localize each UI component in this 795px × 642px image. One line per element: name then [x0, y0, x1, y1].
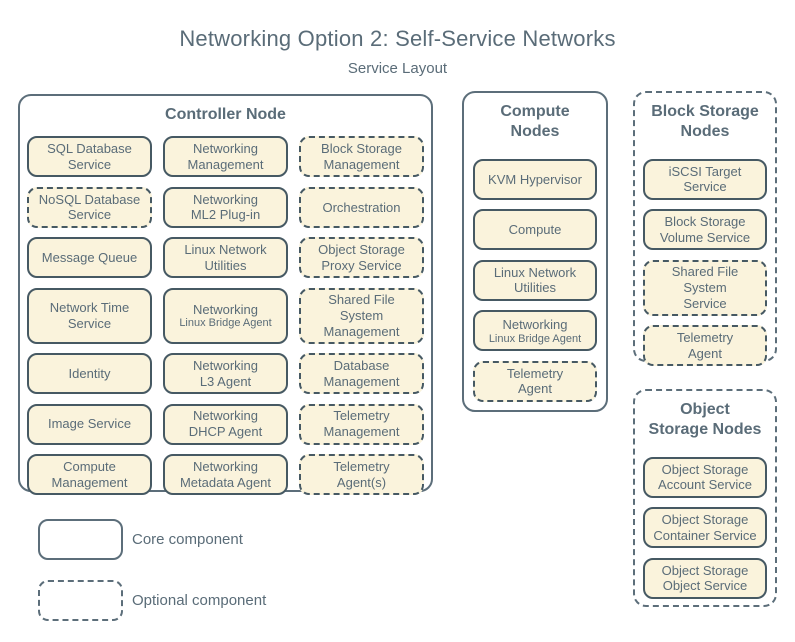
service-label: Telemetry Management: [323, 408, 400, 440]
service-box: Network Time Service: [27, 287, 152, 344]
service-label: Networking: [192, 301, 259, 317]
service-label: Networking Management: [187, 141, 264, 172]
service-label: Telemetry Agent: [506, 365, 564, 397]
service-label: Networking L3 Agent: [192, 357, 259, 389]
service-box: KVM Hypervisor: [473, 158, 597, 200]
service-box: Networking L3 Agent: [163, 353, 288, 395]
service-label: Linux Network Utilities: [184, 242, 267, 273]
service-box: Networking ML2 Plug-in: [163, 186, 288, 228]
service-label: Telemetry Agent(s): [333, 458, 390, 490]
service-label: NoSQL Database Service: [38, 191, 141, 223]
compute-nodes-title: Compute Nodes: [500, 103, 570, 141]
service-label: Linux Network Utilities: [493, 264, 577, 296]
service-box: Telemetry Agent(s): [299, 454, 424, 496]
block-storage-nodes-title: Block Storage Nodes: [651, 103, 759, 141]
service-label: Object Storage Container Service: [653, 512, 757, 543]
service-label: KVM Hypervisor: [488, 171, 582, 187]
service-label: Block Storage Volume Service: [659, 214, 751, 245]
service-box: Object Storage Account Service: [643, 456, 767, 498]
service-box: Image Service: [27, 403, 152, 445]
service-box: Block Storage Volume Service: [643, 209, 767, 251]
service-label: SQL Database Service: [47, 141, 132, 172]
service-box: Identity: [27, 353, 152, 395]
service-label: Object Storage Account Service: [658, 461, 752, 493]
legend-item-core: Core component: [38, 519, 243, 560]
optional-component-sample-shape: [38, 580, 123, 621]
service-box: NoSQL Database Service: [27, 186, 152, 228]
service-label: Object Storage Proxy Service: [318, 242, 405, 273]
service-box: Networking DHCP Agent: [163, 403, 288, 445]
service-label: Message Queue: [41, 250, 138, 266]
service-label: Networking: [502, 316, 568, 332]
service-box: Telemetry Agent: [473, 360, 597, 402]
service-box: Shared File System Management: [299, 287, 424, 344]
service-label: Block Storage Management: [321, 141, 402, 172]
service-sublabel: Linux Bridge Agent: [488, 332, 582, 345]
service-box: Object Storage Container Service: [643, 507, 767, 549]
service-label: Orchestration: [322, 199, 401, 215]
service-box: Telemetry Management: [299, 403, 424, 445]
service-box: Telemetry Agent: [643, 325, 767, 367]
service-box: Linux Network Utilities: [473, 259, 597, 301]
diagram-title: Networking Option 2: Self-Service Networ…: [179, 26, 616, 51]
service-label: Shared File System Management: [323, 291, 400, 339]
service-box: Compute Management: [27, 454, 152, 496]
service-label: Database Management: [323, 357, 400, 389]
legend-label-core: Core component: [132, 531, 243, 548]
service-box: iSCSI Target Service: [643, 158, 767, 200]
object-storage-nodes-panel: Object Storage Nodes Object Storage Acco…: [633, 389, 777, 607]
service-box: Networking Management: [163, 136, 288, 178]
service-label: Compute: [508, 222, 562, 237]
service-box: Object Storage Object Service: [643, 557, 767, 599]
controller-services-grid: SQL Database Service Networking Managemen…: [20, 136, 431, 496]
service-box: Object Storage Proxy Service: [299, 237, 424, 279]
service-box: Networking Metadata Agent: [163, 454, 288, 496]
service-label: Image Service: [47, 416, 132, 432]
service-label: Compute Management: [51, 458, 128, 490]
service-box: Orchestration: [299, 186, 424, 228]
service-box: Database Management: [299, 353, 424, 395]
core-component-sample-shape: [38, 519, 123, 560]
legend-label-optional: Optional component: [132, 592, 267, 609]
block-storage-nodes-panel: Block Storage Nodes iSCSI Target Service…: [633, 91, 777, 367]
service-label: Networking ML2 Plug-in: [190, 191, 261, 223]
service-sublabel: Linux Bridge Agent: [179, 317, 272, 330]
service-box: Compute: [473, 209, 597, 251]
service-label: Networking Metadata Agent: [179, 458, 272, 490]
service-box: Shared File System Service: [643, 259, 767, 316]
legend-item-optional: Optional component: [38, 580, 266, 621]
service-label: iSCSI Target Service: [668, 163, 742, 195]
service-label: Identity: [68, 365, 111, 381]
service-box: SQL Database Service: [27, 136, 152, 178]
service-box: Block Storage Management: [299, 136, 424, 178]
service-box: Linux Network Utilities: [163, 237, 288, 279]
service-label: Network Time Service: [49, 299, 130, 331]
object-storage-nodes-title: Object Storage Nodes: [648, 401, 762, 439]
controller-node-title: Controller Node: [165, 106, 286, 123]
service-box: Message Queue: [27, 237, 152, 279]
service-label: Telemetry Agent: [676, 329, 734, 361]
diagram-subtitle: Service Layout: [347, 60, 448, 77]
service-label: Shared File System Service: [671, 263, 739, 311]
service-label: Object Storage Object Service: [661, 562, 749, 594]
service-label: Networking DHCP Agent: [188, 408, 263, 440]
